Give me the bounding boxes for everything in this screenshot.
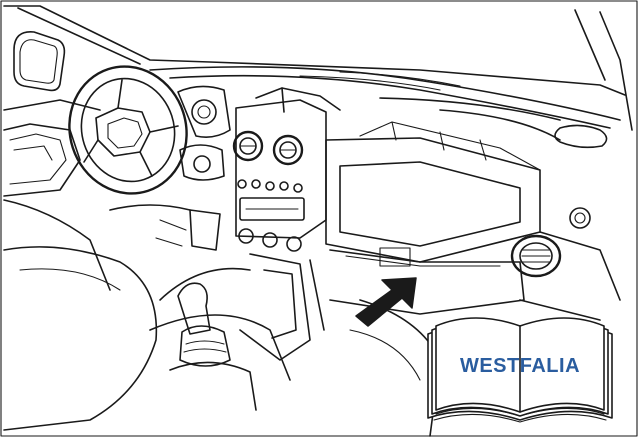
floor-console bbox=[149, 253, 325, 381]
radio-unit bbox=[239, 197, 305, 221]
air-vent-left bbox=[232, 130, 264, 162]
control-buttons bbox=[237, 179, 303, 193]
windscreen-frame bbox=[3, 5, 633, 131]
brand-label: WESTFALIA bbox=[460, 355, 580, 377]
side-mirror bbox=[13, 31, 66, 92]
book-icon bbox=[427, 317, 613, 423]
air-vent-right bbox=[510, 234, 562, 278]
dashboard-top bbox=[149, 66, 621, 149]
arrow-icon bbox=[355, 277, 417, 327]
center-console bbox=[232, 87, 341, 252]
steering-wheel bbox=[68, 65, 188, 195]
gear-lever bbox=[169, 282, 257, 411]
glovebox-area bbox=[325, 121, 541, 315]
seats bbox=[3, 246, 441, 437]
lower-dash bbox=[109, 204, 621, 321]
door-panel bbox=[3, 99, 111, 291]
instrument-cluster bbox=[177, 85, 231, 181]
air-vent-center bbox=[272, 134, 304, 166]
side-fixture bbox=[569, 207, 591, 229]
